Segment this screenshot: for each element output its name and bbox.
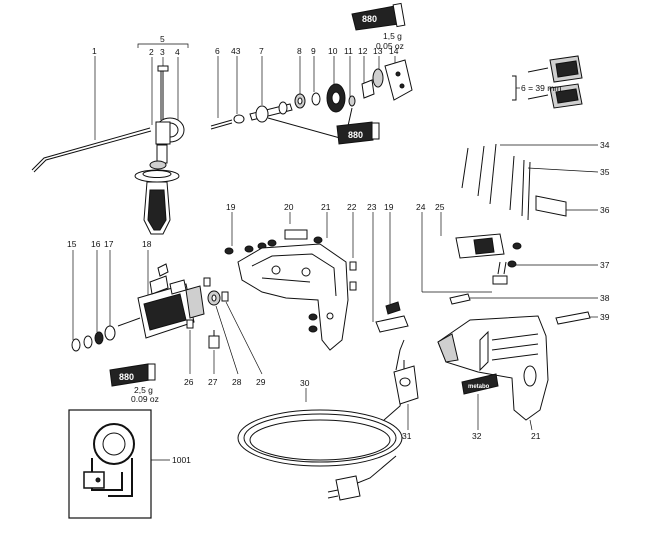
grease-top-weight-oz: 0.05 oz: [376, 41, 404, 51]
label-part-1001: 1001: [172, 455, 191, 465]
label-part-21a: 21: [321, 202, 331, 212]
label-part-10: 10: [328, 46, 338, 56]
label-part-9: 9: [311, 46, 316, 56]
label-part-4: 4: [175, 47, 180, 57]
label-part-26: 26: [184, 377, 194, 387]
label-part-13: 13: [373, 46, 383, 56]
label-part-11: 11: [344, 46, 353, 56]
label-part-39: 39: [600, 312, 610, 322]
label-part-8: 8: [297, 46, 302, 56]
label-part-29: 29: [256, 377, 266, 387]
label-part-36: 36: [600, 205, 610, 215]
label-part-37: 37: [600, 260, 610, 270]
label-part-34: 34: [600, 140, 610, 150]
label-part-16: 16: [91, 239, 101, 249]
grease-bottom-weight: 2,5 g: [134, 385, 153, 395]
label-part-22: 22: [347, 202, 357, 212]
wiring-diagram-1001: [68, 409, 170, 519]
power-cable: [237, 339, 419, 501]
label-part-19a: 19: [226, 202, 236, 212]
depth-stop-rod: [31, 56, 152, 173]
label-part-31: 31: [402, 431, 412, 441]
motor-housing-half: [224, 212, 349, 351]
drill-body: metabo: [437, 311, 598, 431]
grease-tube-bottom: 880 2,5 g 0.09 oz: [109, 363, 159, 404]
brand-plate-label: metabo: [468, 384, 490, 390]
label-part-24: 24: [416, 202, 426, 212]
label-part-25: 25: [435, 202, 445, 212]
label-part-28: 28: [232, 377, 242, 387]
grease-tube-bottom-label: 880: [119, 372, 134, 382]
electronics-parts: [421, 212, 598, 305]
grease-bottom-weight-oz: 0.09 oz: [131, 394, 159, 404]
label-part-27: 27: [208, 377, 218, 387]
label-part-3: 3: [160, 47, 165, 57]
label-part-5: 5: [160, 34, 165, 44]
label-part-19b: 19: [384, 202, 394, 212]
label-part-21b: 21: [531, 431, 541, 441]
gearbox-parts: [294, 56, 413, 127]
label-part-1: 1: [92, 46, 97, 56]
label-part-32: 32: [472, 431, 482, 441]
label-part-17: 17: [104, 239, 114, 249]
chuck-options: 6 = 39 mm: [512, 55, 583, 109]
label-part-6: 6: [215, 46, 220, 56]
grease-tube-top: 880 1,5 g 0.05 oz: [351, 2, 406, 51]
label-part-15: 15: [67, 239, 77, 249]
grease-tube-mid: 880: [336, 121, 380, 145]
chuck-dimension-note: 6 = 39 mm: [521, 83, 561, 93]
grease-top-weight: 1,5 g: [383, 31, 402, 41]
armature-assembly: [71, 250, 205, 352]
switch-parts: [349, 212, 409, 333]
side-handle-assembly: [134, 43, 189, 235]
cable-and-leads: [461, 143, 599, 221]
label-part-7: 7: [259, 46, 264, 56]
label-part-35: 35: [600, 167, 610, 177]
part-number-labels: 1 2 3 4 5 6 43 7 8 9 10 11 12 13 14 15 1…: [67, 34, 610, 465]
label-part-43: 43: [231, 46, 241, 56]
spindle-assembly: [210, 56, 341, 139]
bearing-and-brush-parts: [186, 277, 263, 375]
label-part-18: 18: [142, 239, 152, 249]
grease-tube-mid-label: 880: [348, 130, 363, 140]
label-part-14: 14: [389, 46, 399, 56]
label-part-20: 20: [284, 202, 294, 212]
label-part-38: 38: [600, 293, 610, 303]
grease-tube-top-label: 880: [362, 14, 377, 24]
label-part-23: 23: [367, 202, 377, 212]
label-part-2: 2: [149, 47, 154, 57]
label-part-12: 12: [358, 46, 368, 56]
label-part-30: 30: [300, 378, 310, 388]
